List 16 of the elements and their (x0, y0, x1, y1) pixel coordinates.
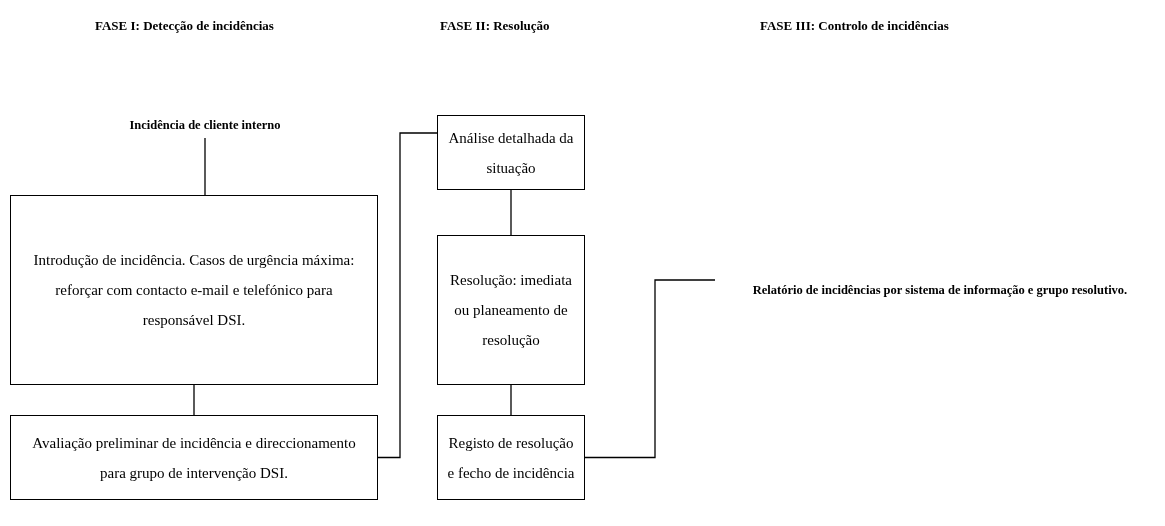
phase-heading: FASE III: Controlo de incidências (760, 18, 949, 34)
connector-line (510, 384, 512, 416)
process-box: Análise detalhada da situação (437, 115, 585, 190)
connector-line (584, 279, 716, 459)
connector-line (204, 137, 206, 196)
connector-line (510, 189, 512, 236)
connector-line (193, 384, 195, 416)
process-box: Avaliação preliminar de incidência e direccionamento para grupo de intervenção DSI. (10, 415, 378, 500)
phase-heading: FASE II: Resolução (440, 18, 550, 34)
node-text: Incidência de cliente interno (129, 117, 281, 134)
process-box: Registo de resolução e fecho de incidência (437, 415, 585, 500)
connector-line (377, 132, 438, 459)
process-box: Introdução de incidência. Casos de urgência máxima: reforçar com contacto e-mail e telefónico para responsável DSI. (10, 195, 378, 385)
phase-heading: FASE I: Detecção de incidências (95, 18, 274, 34)
node-text: Relatório de incidências por sistema de informação e grupo resolutivo. (752, 282, 1128, 299)
process-box: Resolução: imediata ou planeamento de resolução (437, 235, 585, 385)
